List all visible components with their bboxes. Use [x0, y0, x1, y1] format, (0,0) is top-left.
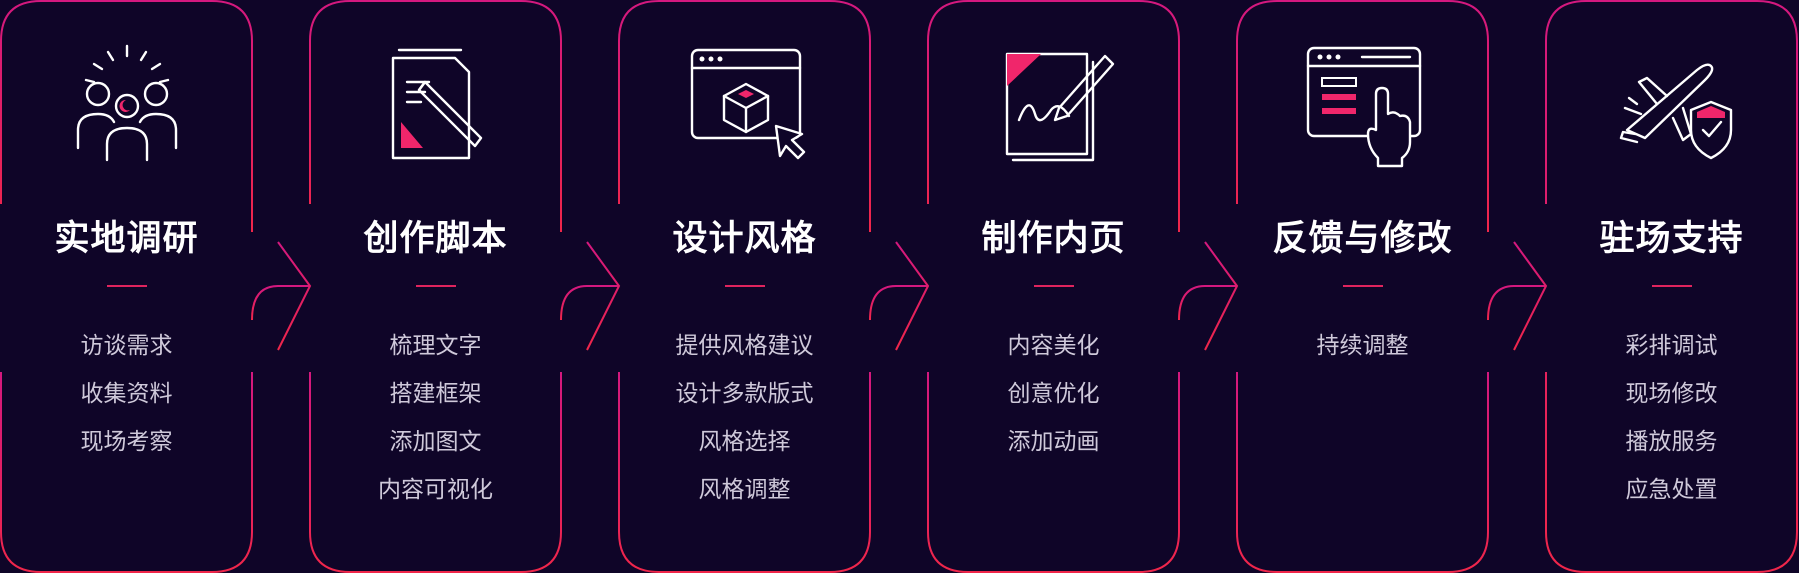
step-item: 创意优化 [1007, 381, 1100, 407]
paper-signature-pen-icon [989, 38, 1119, 168]
chevron-right-icon [895, 241, 930, 351]
connector-line [1487, 285, 1546, 321]
step-item: 收集资料 [80, 381, 173, 407]
browser-hand-click-icon [1306, 46, 1421, 168]
step-item: 应急处置 [1625, 477, 1718, 503]
title-divider [724, 285, 765, 287]
step-title: 设计风格 [672, 218, 817, 259]
step-item: 访谈需求 [80, 333, 173, 359]
title-divider [1651, 285, 1692, 287]
step-title: 反馈与修改 [1272, 218, 1453, 259]
step-title: 创作脚本 [363, 218, 508, 259]
step-item: 添加图文 [389, 429, 482, 455]
step-item-list: 梳理文字搭建框架添加图文内容可视化 [310, 322, 561, 514]
step-item: 播放服务 [1625, 429, 1718, 455]
airplane-shield-icon [1619, 63, 1732, 160]
paper-signature-pen-icon [1005, 52, 1114, 162]
document-pen-icon [391, 48, 482, 160]
step-item: 内容美化 [1007, 333, 1100, 359]
process-step-card-6: 驻场支持 彩排调试现场修改播放服务应急处置 [1546, 0, 1797, 573]
team-idea-icon [62, 38, 192, 168]
chevron-right-icon [1513, 241, 1548, 351]
step-item: 风格选择 [698, 429, 791, 455]
browser-cube-cursor-icon [680, 38, 810, 168]
step-item: 彩排调试 [1625, 333, 1718, 359]
browser-hand-click-icon [1298, 38, 1428, 168]
step-item: 搭建框架 [389, 381, 482, 407]
step-item-list: 内容美化创意优化添加动画 [928, 322, 1179, 466]
title-divider [1342, 285, 1383, 287]
step-item-list: 访谈需求收集资料现场考察 [1, 322, 252, 466]
connector-line [251, 285, 310, 321]
title-divider [106, 285, 147, 287]
process-step-card-1: 实地调研 访谈需求收集资料现场考察 [1, 0, 252, 573]
step-item: 风格调整 [698, 477, 791, 503]
process-step-card-4: 制作内页 内容美化创意优化添加动画 [928, 0, 1179, 573]
process-step-card-3: 设计风格 提供风格建议设计多款版式风格选择风格调整 [619, 0, 870, 573]
title-divider [1033, 285, 1074, 287]
connector-line [1178, 285, 1237, 321]
chevron-right-icon [586, 241, 621, 351]
step-item: 内容可视化 [378, 477, 493, 503]
browser-cube-cursor-icon [690, 48, 805, 160]
airplane-shield-icon [1607, 38, 1737, 168]
connector-line [869, 285, 928, 321]
step-item: 梳理文字 [389, 333, 482, 359]
step-item-list: 提供风格建议设计多款版式风格选择风格调整 [619, 322, 870, 514]
step-item: 提供风格建议 [675, 333, 814, 359]
step-item-list: 彩排调试现场修改播放服务应急处置 [1546, 322, 1797, 514]
step-title: 驻场支持 [1599, 218, 1744, 259]
chevron-right-icon [277, 241, 312, 351]
title-divider [415, 285, 456, 287]
chevron-right-icon [1204, 241, 1239, 351]
step-item: 持续调整 [1316, 333, 1409, 359]
step-title: 制作内页 [981, 218, 1126, 259]
process-step-card-2: 创作脚本 梳理文字搭建框架添加图文内容可视化 [310, 0, 561, 573]
step-title: 实地调研 [54, 218, 199, 259]
document-pen-icon [371, 38, 501, 168]
team-idea-icon [76, 44, 177, 162]
connector-line [560, 285, 619, 321]
step-item-list: 持续调整 [1237, 322, 1488, 370]
step-item: 添加动画 [1007, 429, 1100, 455]
process-step-card-5: 反馈与修改 持续调整 [1237, 0, 1488, 573]
step-item: 现场修改 [1625, 381, 1718, 407]
step-item: 现场考察 [80, 429, 173, 455]
step-item: 设计多款版式 [675, 381, 814, 407]
